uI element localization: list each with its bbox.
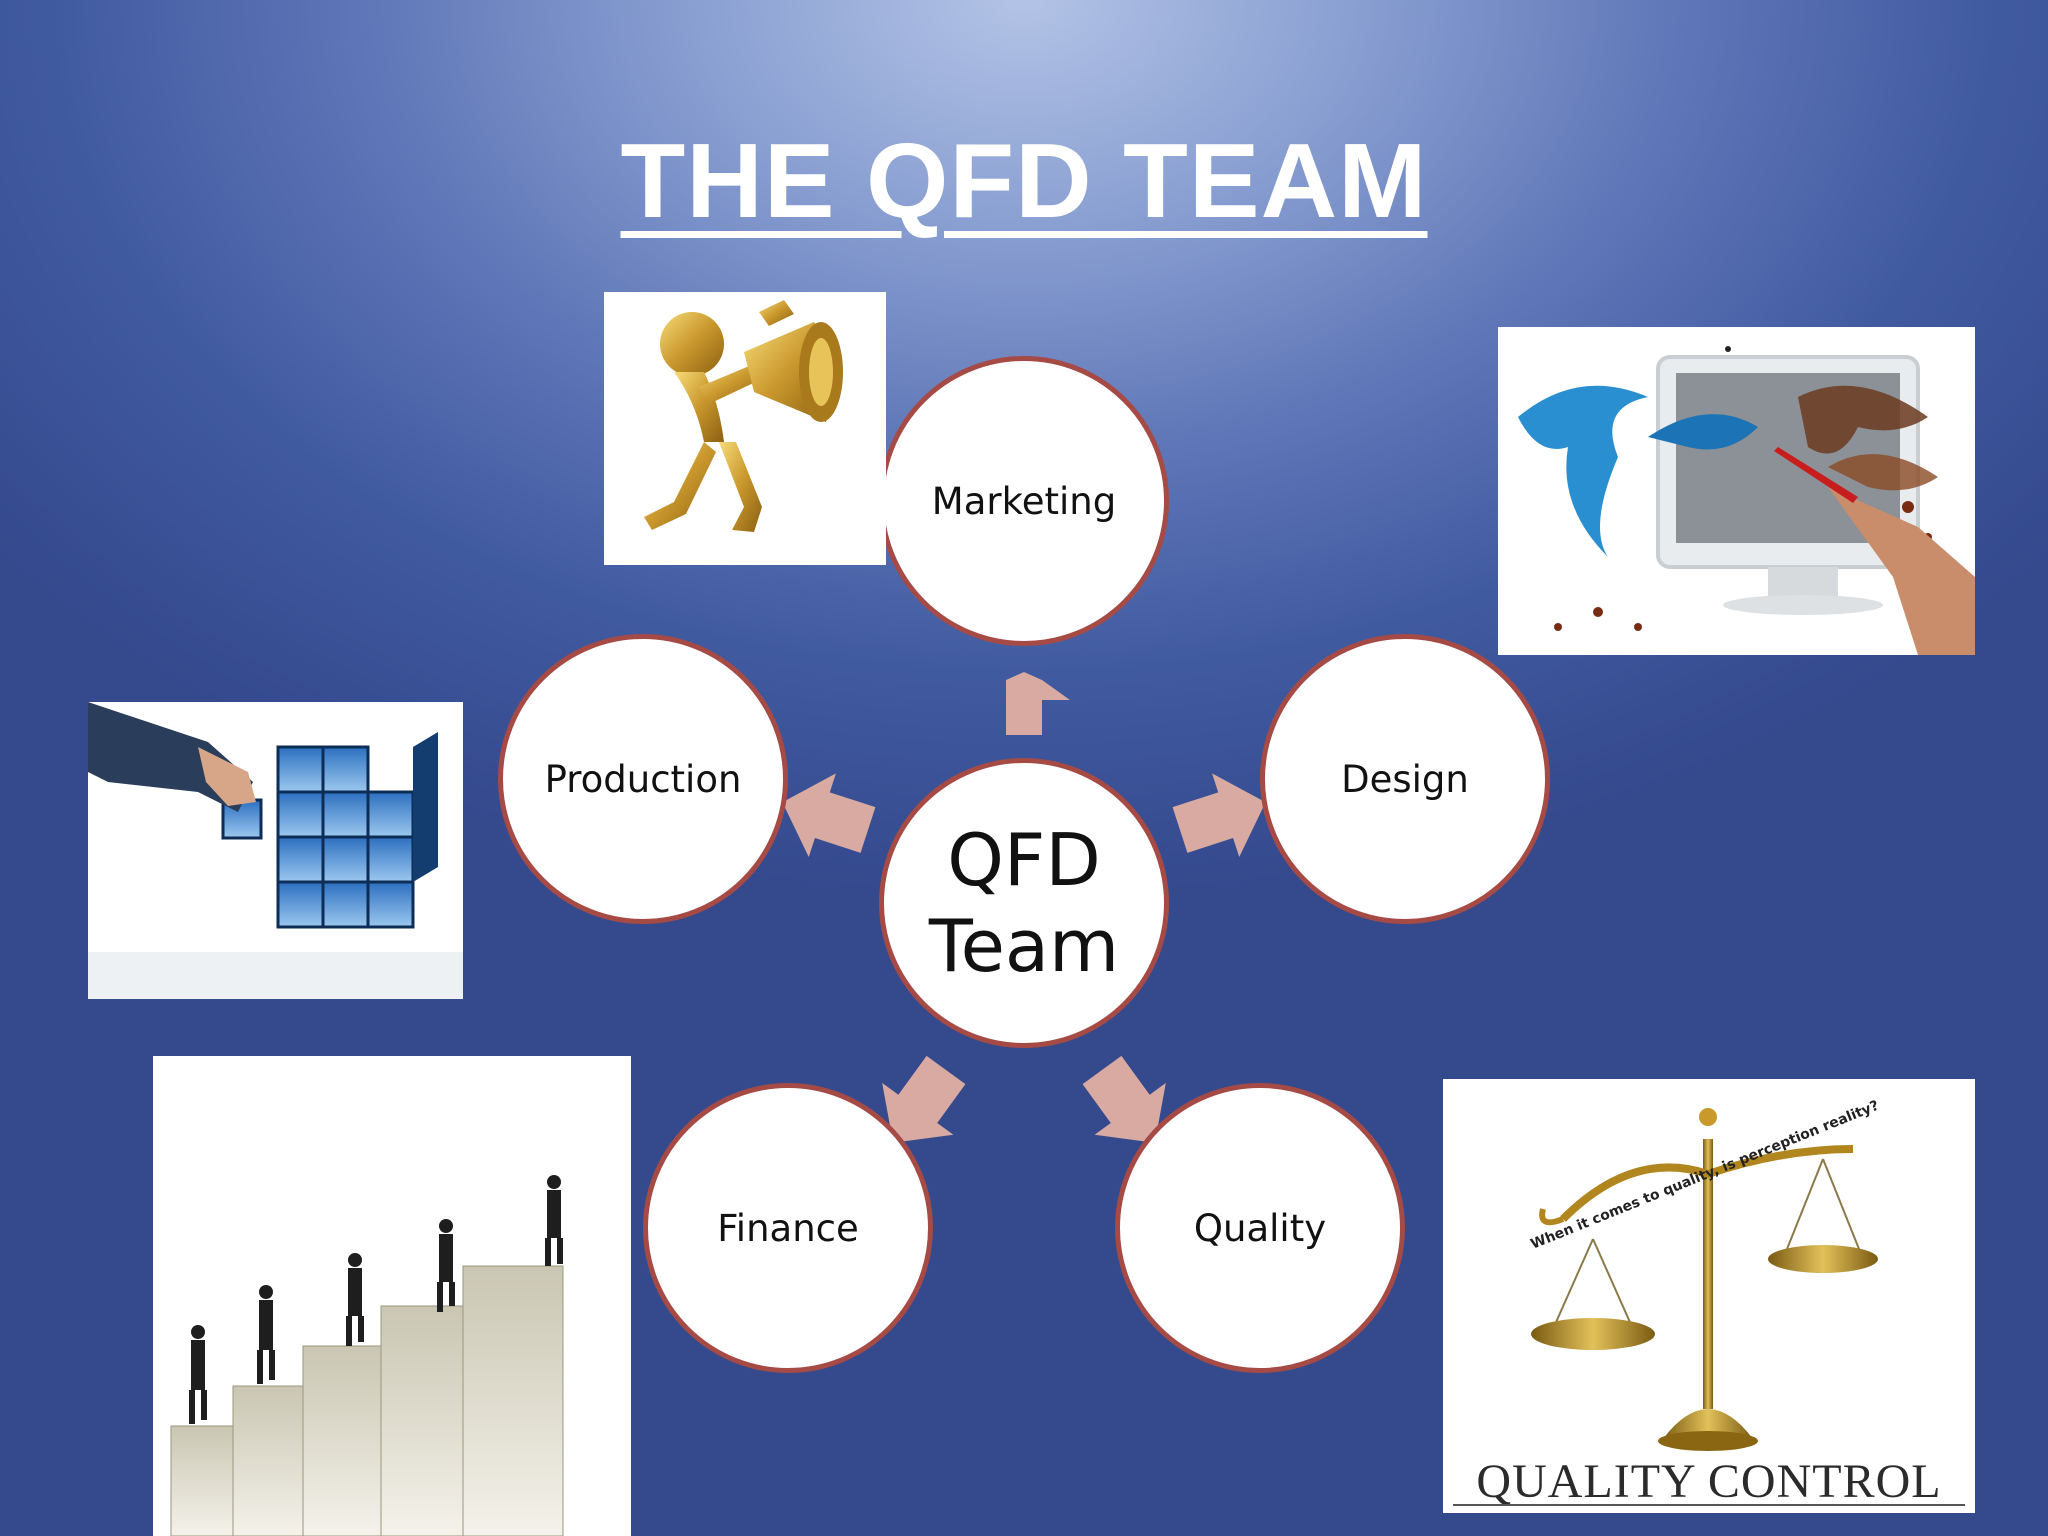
arrow-to-marketing	[978, 672, 1070, 735]
node-finance: Finance	[643, 1083, 933, 1373]
arrow-to-quality	[1082, 1055, 1166, 1143]
node-marketing: Marketing	[879, 356, 1169, 646]
node-marketing-label: Marketing	[931, 479, 1117, 523]
node-quality: Quality	[1115, 1083, 1405, 1373]
node-production: Production	[498, 634, 788, 924]
node-finance-label: Finance	[717, 1206, 859, 1250]
design-monitor-image	[1498, 327, 1975, 655]
arrow-to-finance	[882, 1055, 966, 1143]
node-qfd-team: QFD Team	[879, 758, 1169, 1048]
arrow-to-production	[782, 773, 876, 858]
node-design-label: Design	[1341, 757, 1469, 801]
node-production-label: Production	[544, 757, 742, 801]
quality-control-caption: QUALITY CONTROL	[1476, 1455, 1941, 1508]
page-title: THE QFD TEAM	[620, 122, 1428, 240]
finance-steps-image	[153, 1056, 631, 1536]
center-label-line1: QFD	[947, 817, 1101, 902]
megaphone-figure-image	[604, 292, 886, 565]
arrow-to-design	[1172, 773, 1266, 858]
node-quality-label: Quality	[1193, 1206, 1327, 1250]
node-design: Design	[1260, 634, 1550, 924]
production-cube-image	[88, 702, 463, 999]
quality-control-image: When it comes to quality, is perception …	[1443, 1079, 1975, 1513]
center-label-line2: Team	[928, 904, 1120, 988]
